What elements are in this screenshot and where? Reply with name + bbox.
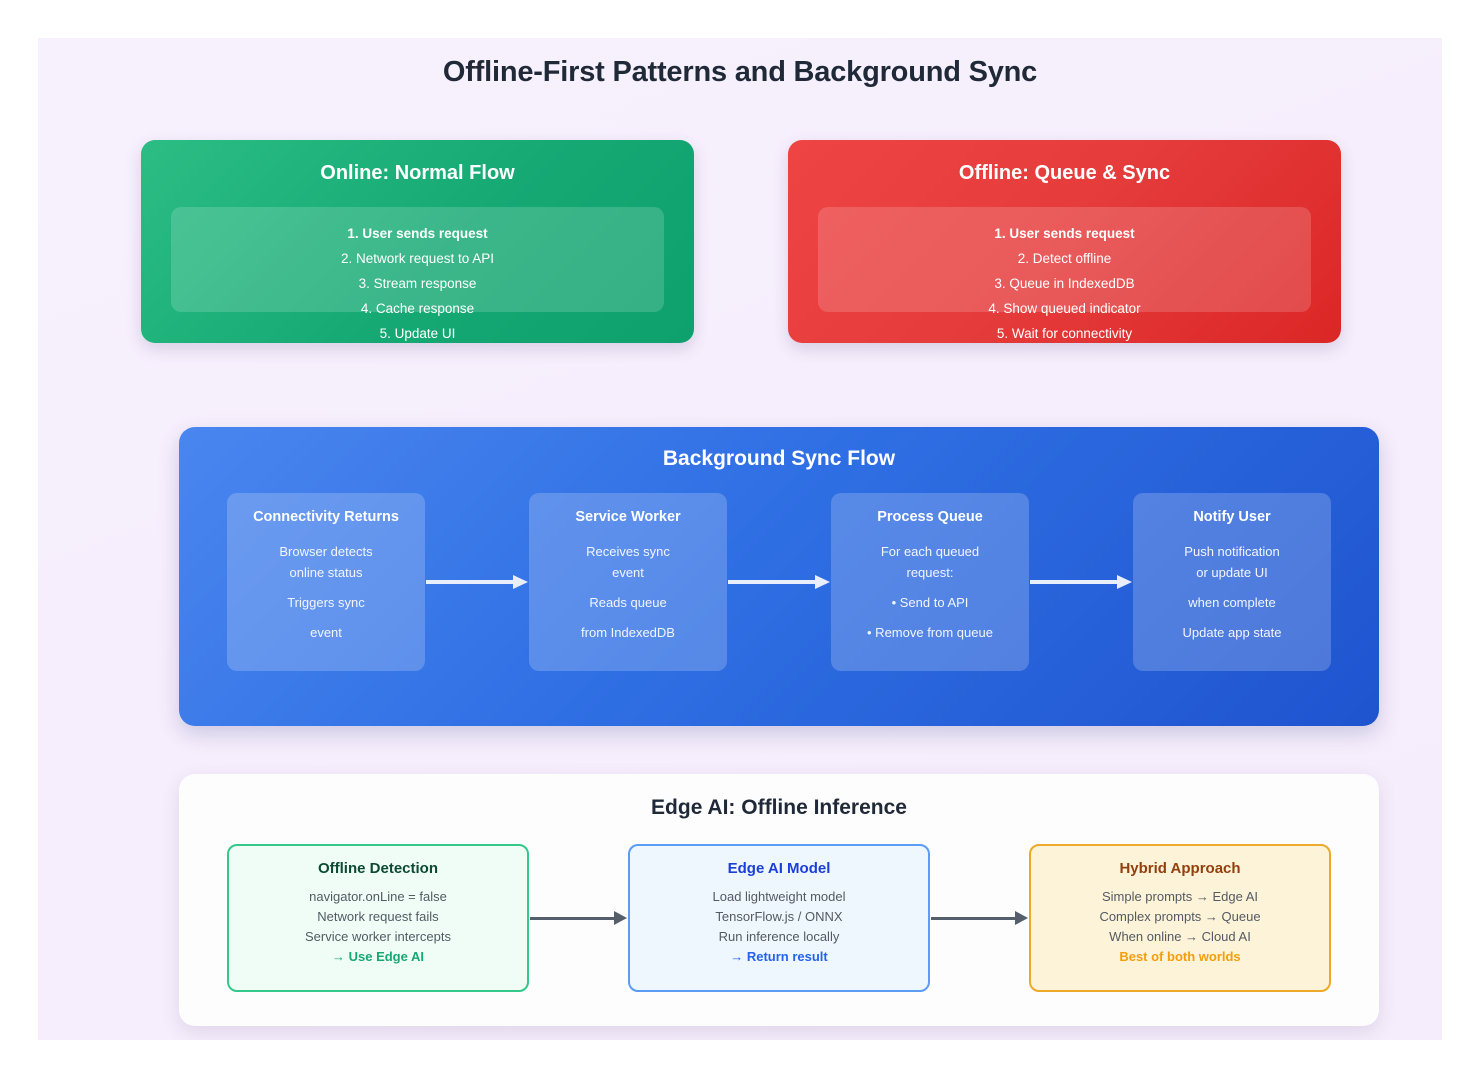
list-item: 1. User sends request — [994, 226, 1135, 241]
edge-node-line: Run inference locally — [718, 929, 840, 944]
edge-node-line: Network request fails — [317, 909, 439, 924]
edge-node-line: Service worker intercepts — [305, 929, 451, 944]
edge-node-line: TensorFlow.js / ONNX — [715, 909, 843, 924]
arrow-right-icon — [426, 575, 528, 589]
state-card-offline-title: Offline: Queue & Sync — [958, 162, 1171, 184]
edge-node-line: Load lightweight model — [712, 889, 846, 904]
edge-node-title: Offline Detection — [317, 860, 438, 877]
edge-ai-flow: Offline Detection navigator.onLine = fal… — [179, 844, 1379, 992]
edge-node-title: Hybrid Approach — [1119, 860, 1241, 877]
edge-node-line: When online → Cloud AI — [1109, 929, 1251, 944]
list-item: 3. Stream response — [358, 276, 477, 291]
sync-node-paragraph: • Send to API — [891, 595, 969, 610]
list-item: 5. Update UI — [379, 326, 456, 341]
state-card-offline-steps: 1. User sends request 2. Detect offline … — [818, 207, 1311, 341]
list-item: 3. Queue in IndexedDB — [994, 276, 1135, 291]
edge-node-result: → Return result — [730, 949, 828, 964]
arrow-right-icon — [931, 911, 1028, 925]
state-card-online: Online: Normal Flow 1. User sends reques… — [141, 140, 694, 343]
edge-node-line: navigator.onLine = false — [309, 889, 447, 904]
state-card-online-title: Online: Normal Flow — [320, 162, 515, 184]
page-title: Offline-First Patterns and Background Sy… — [442, 56, 1038, 88]
sync-node-paragraph: Reads queue — [589, 595, 667, 610]
sync-node-title: Notify User — [1193, 509, 1271, 525]
edge-node-hybrid-approach: Hybrid Approach Simple prompts → Edge AI… — [1029, 844, 1331, 992]
background-sync-title: Background Sync Flow — [662, 447, 896, 470]
list-item: 2. Network request to API — [340, 251, 495, 266]
sync-node-title: Service Worker — [575, 509, 681, 525]
sync-node-paragraph: event — [310, 625, 342, 640]
edge-node-result: Best of both worlds — [1119, 949, 1241, 964]
edge-node-edge-ai-model: Edge AI Model Load lightweight model Ten… — [628, 844, 930, 992]
background-sync-section: Background Sync Flow Connectivity Return… — [179, 427, 1379, 726]
state-card-offline: Offline: Queue & Sync 1. User sends requ… — [788, 140, 1341, 343]
list-item: 2. Detect offline — [1017, 251, 1112, 266]
list-item: 4. Cache response — [360, 301, 475, 316]
arrow-right-icon — [728, 575, 830, 589]
diagram-page: Offline-First Patterns and Background Sy… — [38, 38, 1442, 1040]
edge-ai-title: Edge AI: Offline Inference — [651, 796, 907, 819]
edge-node-offline-detection: Offline Detection navigator.onLine = fal… — [227, 844, 529, 992]
edge-node-line: Simple prompts → Edge AI — [1101, 889, 1259, 904]
list-item: 4. Show queued indicator — [988, 301, 1141, 316]
sync-node-title: Connectivity Returns — [253, 509, 399, 525]
sync-node-paragraph: when complete — [1188, 595, 1276, 610]
list-item: 1. User sends request — [347, 226, 488, 241]
sync-node-paragraph: Update app state — [1182, 625, 1282, 640]
sync-node-paragraph: from IndexedDB — [581, 625, 675, 640]
state-cards-row: Online: Normal Flow 1. User sends reques… — [141, 140, 1341, 343]
state-card-online-steps: 1. User sends request 2. Network request… — [171, 207, 664, 341]
sync-node-paragraph: • Remove from queue — [867, 625, 993, 640]
edge-node-result: → Use Edge AI — [332, 949, 424, 964]
sync-node-title: Process Queue — [877, 509, 983, 525]
arrow-right-icon — [530, 911, 627, 925]
edge-ai-section: Edge AI: Offline Inference Offline Detec… — [179, 774, 1379, 1026]
edge-node-line: Complex prompts → Queue — [1099, 909, 1261, 924]
arrow-right-icon — [1030, 575, 1132, 589]
list-item: 5. Wait for connectivity — [996, 326, 1133, 341]
edge-node-title: Edge AI Model — [727, 860, 831, 877]
sync-node-paragraph: Triggers sync — [287, 595, 365, 610]
